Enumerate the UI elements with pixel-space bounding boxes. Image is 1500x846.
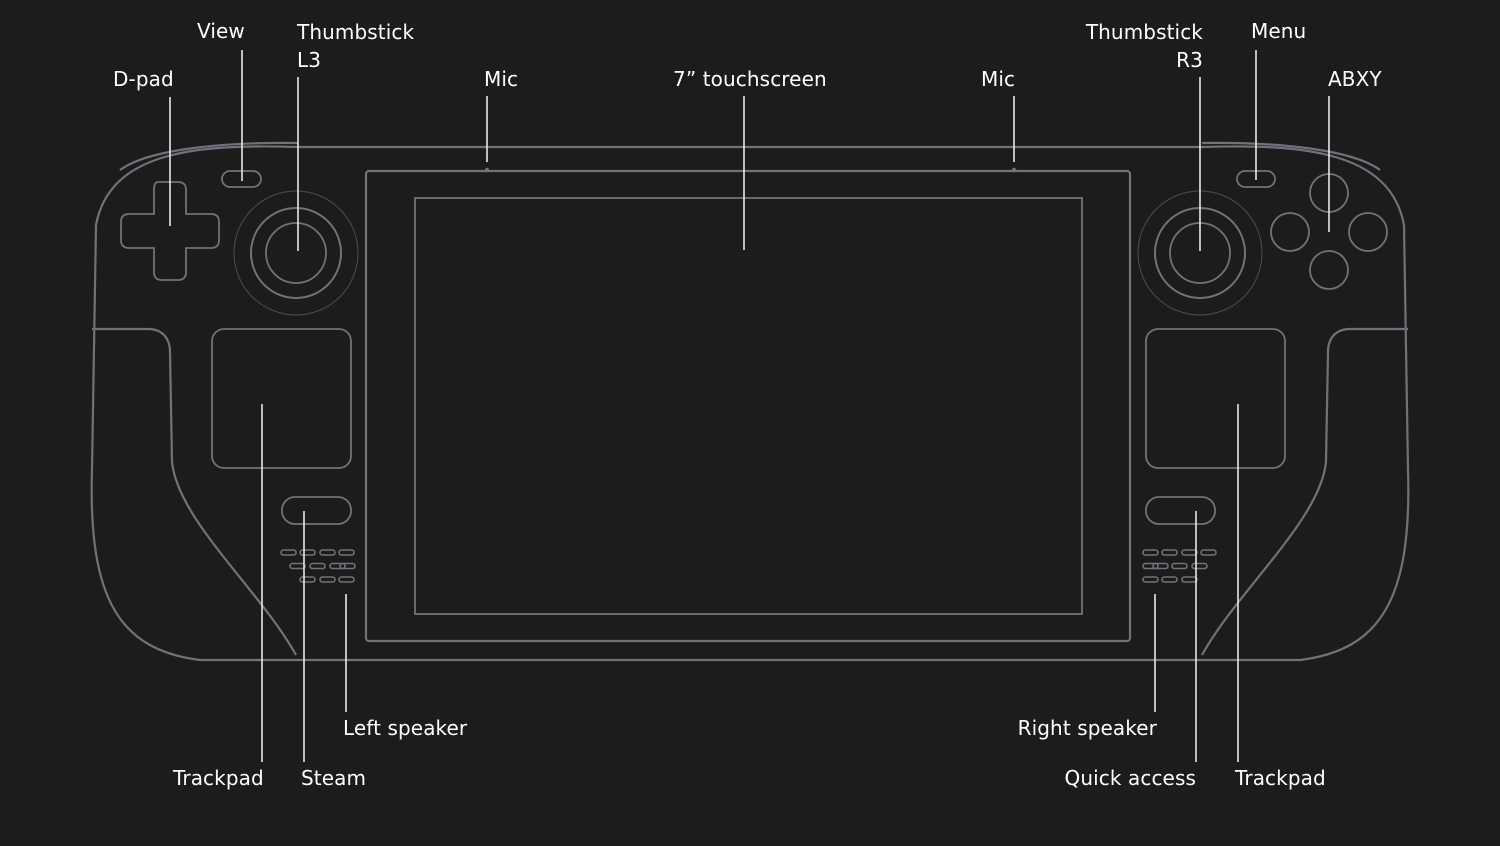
speaker-slot: [1152, 562, 1169, 570]
button-b: [1348, 212, 1388, 252]
mic-right-hole: [1011, 167, 1017, 173]
speaker-slot: [319, 576, 336, 583]
label-abxy: ABXY: [1328, 67, 1382, 91]
label-trackpad-left: Trackpad: [173, 766, 264, 790]
right-trackpad: [1145, 328, 1286, 469]
label-touchscreen: 7” touchscreen: [673, 67, 827, 91]
speaker-slot: [1181, 549, 1198, 556]
right-shoulder: [1201, 141, 1381, 171]
speaker-slot: [280, 549, 297, 556]
right-grip: [1201, 327, 1408, 656]
speaker-slot: [1142, 549, 1159, 556]
speaker-slot: [299, 549, 316, 556]
screen-bezel: [364, 169, 1132, 643]
speaker-slot: [299, 576, 316, 583]
speaker-slot: [1142, 576, 1159, 583]
speaker-slot: [289, 562, 306, 570]
steam-button: [281, 496, 352, 525]
left-thumbstick-cap: [265, 222, 327, 284]
speaker-slot: [1200, 549, 1217, 556]
label-thumbstick-right: Thumbstick R3: [1085, 20, 1203, 72]
label-thumbstick-left: Thumbstick L3: [297, 20, 415, 72]
speaker-slot: [338, 576, 355, 583]
label-mic-left: Mic: [484, 67, 519, 91]
speaker-slot: [1181, 576, 1198, 583]
left-thumbstick-ring: [250, 207, 342, 299]
label-steam: Steam: [301, 766, 367, 790]
label-quick-access: Quick access: [1064, 766, 1196, 790]
label-dpad: D-pad: [113, 67, 174, 91]
left-speaker-grille: [280, 549, 356, 583]
button-x: [1270, 212, 1310, 252]
left-shoulder: [119, 141, 299, 171]
label-right-speaker: Right speaker: [1017, 716, 1157, 740]
speaker-slot: [1161, 576, 1178, 583]
speaker-slot: [319, 549, 336, 556]
button-a: [1309, 250, 1349, 290]
left-trackpad: [211, 328, 352, 469]
speaker-slot: [329, 562, 346, 570]
left-grip: [92, 327, 297, 656]
speaker-slot: [1161, 549, 1178, 556]
label-menu: Menu: [1251, 19, 1307, 43]
label-trackpad-right: Trackpad: [1235, 766, 1326, 790]
speaker-slot: [339, 562, 356, 570]
speaker-slot: [309, 562, 326, 570]
quick-access-button: [1145, 496, 1216, 525]
touchscreen-display: [414, 197, 1083, 615]
label-view: View: [197, 19, 245, 43]
speaker-slot: [1142, 562, 1159, 570]
speaker-slot: [1171, 562, 1188, 570]
label-mic-right: Mic: [981, 67, 1016, 91]
right-speaker-grille: [1142, 549, 1217, 583]
label-left-speaker: Left speaker: [343, 716, 468, 740]
mic-left-hole: [484, 167, 490, 173]
speaker-slot: [338, 549, 355, 556]
device-body: [90, 145, 1410, 662]
left-thumbstick-outer: [233, 190, 359, 316]
speaker-slot: [1191, 562, 1208, 570]
dpad: [120, 181, 220, 281]
